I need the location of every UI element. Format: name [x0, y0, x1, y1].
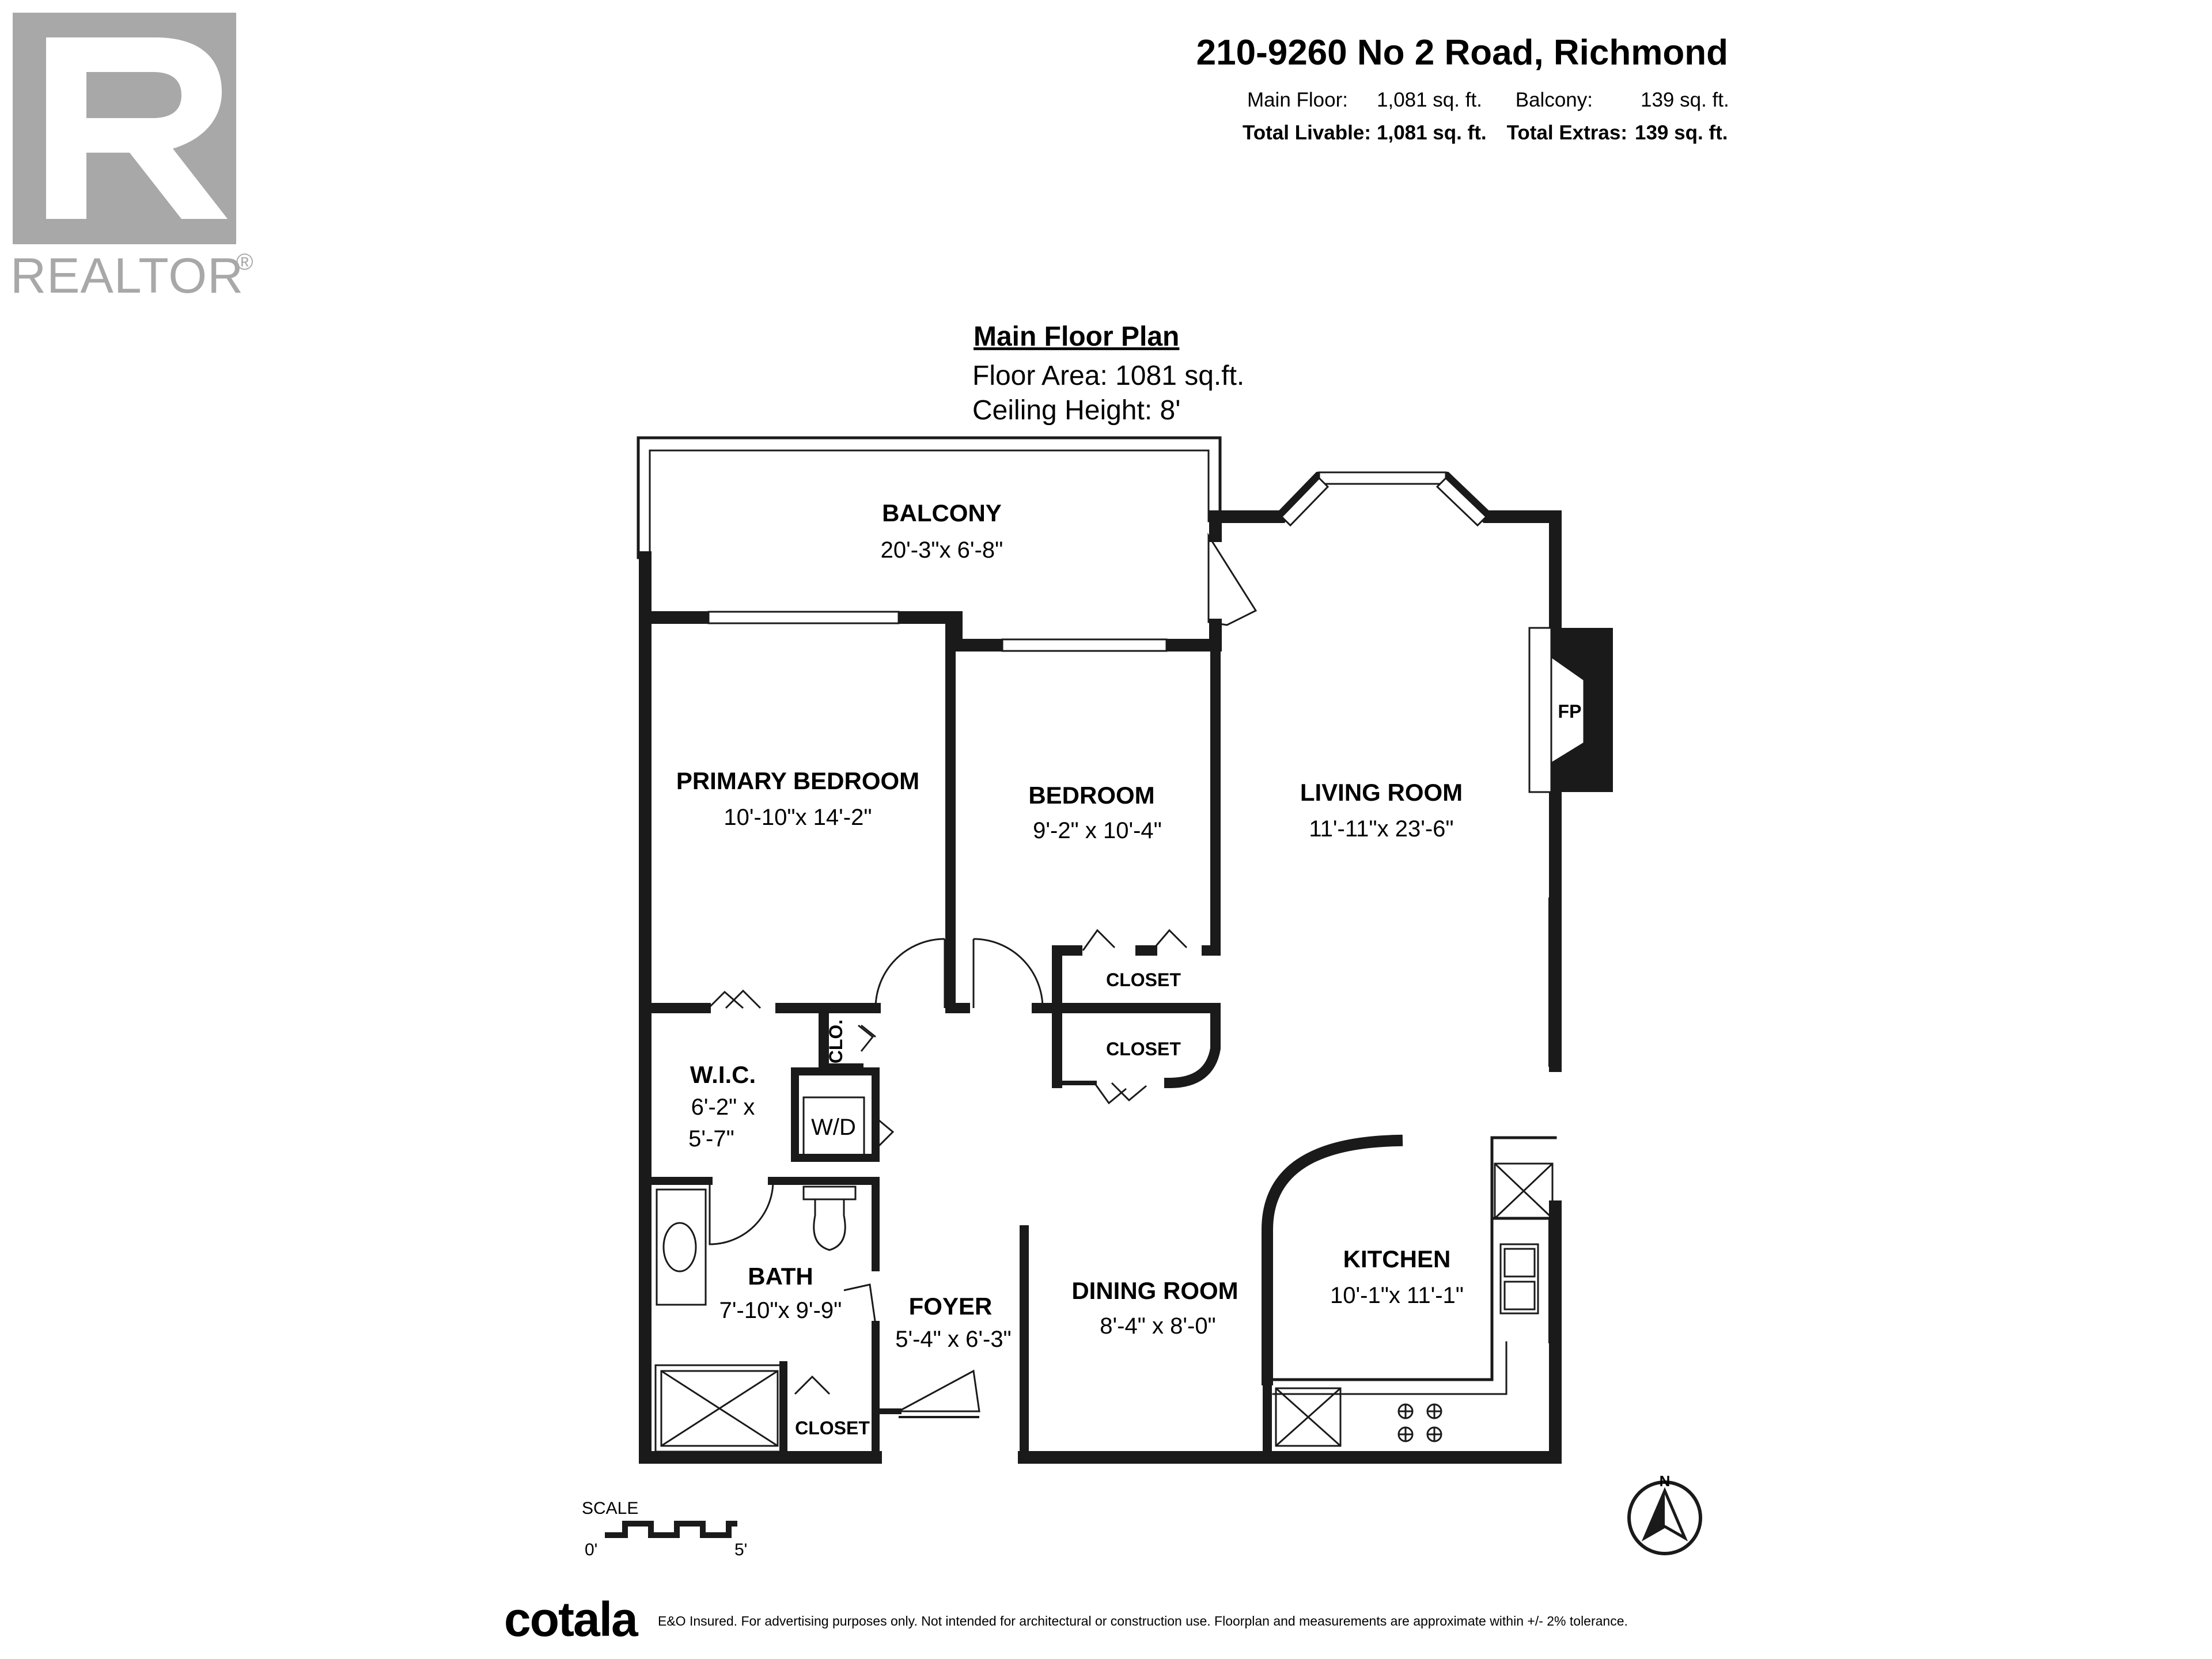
bedroom-closet-label: CLOSET: [1106, 969, 1181, 990]
dining-room-dims: 8'-4" x 8'-0": [1100, 1313, 1216, 1339]
washer-dryer-label: W/D: [811, 1115, 856, 1140]
foyer-dims: 5'-4" x 6'-3": [895, 1327, 1012, 1352]
scale-end: 5': [734, 1540, 747, 1559]
bath-name: BATH: [748, 1263, 813, 1290]
floor-area: Floor Area: 1081 sq.ft.: [972, 361, 1244, 391]
registered-mark: ®: [236, 249, 253, 275]
scale-start: 0': [585, 1540, 597, 1559]
wic-name: W.I.C.: [690, 1061, 756, 1088]
disclaimer-text: E&O Insured. For advertising purposes on…: [658, 1613, 1628, 1628]
ceiling-height: Ceiling Height: 8': [972, 395, 1180, 426]
realtor-logo: REALTOR ®: [10, 13, 253, 304]
fixtures: [654, 1096, 1554, 1453]
windows: [707, 471, 1488, 652]
total-extras-label: Total Extras:: [1507, 122, 1627, 144]
north-compass-icon: N: [1627, 1472, 1702, 1555]
wic-dims-line1: 6'-2" x: [691, 1094, 755, 1120]
bedroom-name: BEDROOM: [1028, 782, 1154, 809]
header: 210-9260 No 2 Road, Richmond Main Floor:…: [1196, 33, 1729, 144]
dining-room-name: DINING ROOM: [1071, 1277, 1238, 1304]
compass-north-label: N: [1660, 1472, 1671, 1490]
realtor-wordmark: REALTOR: [10, 248, 244, 304]
plan-heading: Main Floor Plan Floor Area: 1081 sq.ft. …: [972, 321, 1244, 426]
kitchen-name: KITCHEN: [1343, 1245, 1451, 1272]
total-livable-value: 1,081 sq. ft.: [1377, 122, 1487, 144]
bath-dims: 7'-10"x 9'-9": [719, 1298, 842, 1323]
cotala-logo: cotala: [504, 1592, 639, 1646]
plan-title: Main Floor Plan: [974, 321, 1179, 352]
scale-bar: SCALE 0' 5': [582, 1499, 747, 1559]
living-room-dims: 11'-11"x 23'-6": [1309, 816, 1453, 842]
doors: [707, 532, 1257, 1418]
clo-label: CLO.: [825, 1020, 846, 1063]
balcony-name: BALCONY: [882, 499, 1002, 527]
bath-closet-label: CLOSET: [795, 1418, 870, 1438]
foyer-name: FOYER: [909, 1293, 993, 1320]
wic-dims-line2: 5'-7": [688, 1126, 734, 1152]
hall-closet-label: CLOSET: [1106, 1039, 1181, 1059]
fireplace: FP: [1528, 627, 1613, 793]
bedroom-dims: 9'-2" x 10'-4": [1033, 818, 1162, 843]
balcony-dims: 20'-3"x 6'-8": [881, 537, 1003, 563]
footer: cotala E&O Insured. For advertising purp…: [504, 1592, 1628, 1646]
balcony-area-value: 139 sq. ft.: [1641, 89, 1729, 111]
main-floor-value: 1,081 sq. ft.: [1377, 89, 1482, 111]
scale-label: SCALE: [582, 1499, 638, 1518]
primary-bedroom-dims: 10'-10"x 14'-2": [724, 805, 872, 830]
kitchen-dims: 10'-1"x 11'-1": [1330, 1283, 1464, 1308]
living-room-name: LIVING ROOM: [1300, 779, 1463, 806]
primary-bedroom-name: PRIMARY BEDROOM: [676, 767, 919, 794]
address-title: 210-9260 No 2 Road, Richmond: [1196, 33, 1728, 73]
total-livable-label: Total Livable:: [1243, 122, 1371, 144]
total-extras-value: 139 sq. ft.: [1635, 122, 1728, 144]
fireplace-label: FP: [1558, 701, 1582, 722]
room-labels: BALCONY 20'-3"x 6'-8" PRIMARY BEDROOM 10…: [676, 499, 1464, 1438]
main-floor-label: Main Floor:: [1247, 89, 1348, 111]
balcony-area-label: Balcony:: [1516, 89, 1593, 111]
